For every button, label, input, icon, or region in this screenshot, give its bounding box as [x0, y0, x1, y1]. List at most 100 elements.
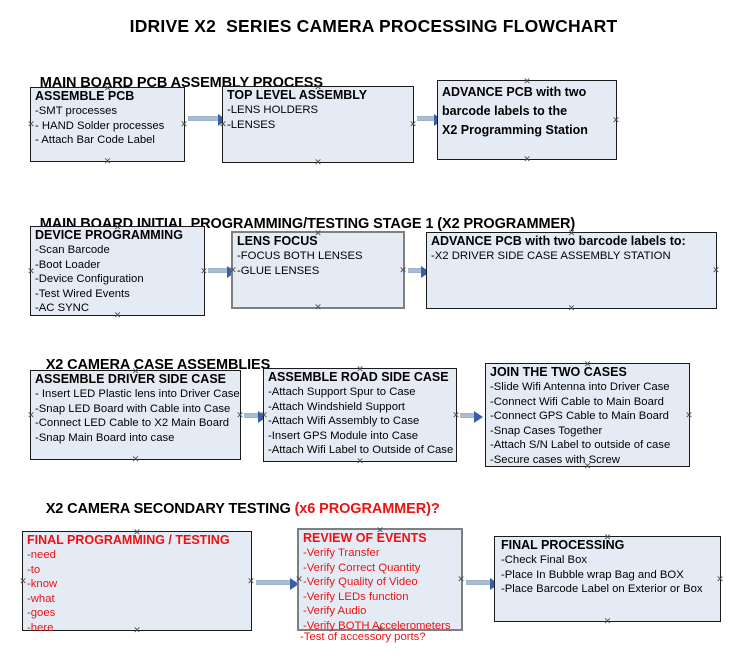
node-content: JOIN THE TWO CASES -Slide Wifi Antenna i…: [490, 365, 687, 468]
node-item: -Boot Loader: [35, 258, 101, 271]
node-item: -Slide Wifi Antenna into Driver Case: [490, 381, 670, 393]
node-review-of-events[interactable]: REVIEW OF EVENTS -Verify Transfer -Verif…: [297, 528, 463, 634]
node-item: -Place Barcode Label on Exterior or Box: [501, 583, 703, 596]
node-title: ASSEMBLE PCB: [35, 89, 135, 103]
node-content: TOP LEVEL ASSEMBLY -LENS HOLDERS -LENSES: [227, 88, 411, 132]
node-item-overflow: -Test of accessory ports?: [300, 631, 426, 643]
node-item: -Verify Transfer: [303, 547, 380, 559]
section-heading-text: X2 CAMERA SECONDARY TESTING: [45, 501, 295, 517]
node-item: -Snap LED Board with Cable into Case: [35, 402, 231, 415]
node-item: -Insert GPS Module into Case: [268, 429, 419, 442]
node-item: -Attach Wifi Label to Outside of Case: [268, 444, 454, 457]
node-item: -GLUE LENSES: [237, 264, 320, 277]
node-item: -to: [27, 563, 41, 576]
node-content: ASSEMBLE ROAD SIDE CASE -Attach Support …: [268, 370, 454, 458]
node-item: -Verify BOTH Accelerometers: [303, 619, 451, 632]
node-title: REVIEW OF EVENTS: [303, 531, 427, 545]
node-title: FINAL PROCESSING: [501, 538, 625, 552]
node-final-programming-testing[interactable]: FINAL PROGRAMMING / TESTING -need -to -k…: [22, 531, 252, 634]
node-item: -Attach Windshield Support: [268, 400, 405, 413]
node-item: -Connect LED Cable to X2 Main Board: [35, 417, 230, 430]
node-title: FINAL PROGRAMMING / TESTING: [27, 533, 230, 547]
node-title: ASSEMBLE ROAD SIDE CASE: [268, 370, 449, 384]
node-item: -Check Final Box: [501, 554, 588, 566]
node-advance-pcb-driver-side-case[interactable]: ADVANCE PCB with two barcode labels to: …: [426, 232, 717, 309]
node-item: -Test Wired Events: [35, 287, 130, 300]
node-assemble-road-side-case[interactable]: ASSEMBLE ROAD SIDE CASE -Attach Support …: [263, 368, 457, 462]
node-content: LENS FOCUS -FOCUS BOTH LENSES -GLUE LENS…: [237, 234, 401, 278]
node-device-programming[interactable]: DEVICE PROGRAMMING -Scan Barcode -Boot L…: [30, 226, 205, 316]
node-item: -Attach Wifi Assembly to Case: [268, 415, 420, 428]
node-item: -Connect GPS Cable to Main Board: [490, 410, 669, 423]
node-title: LENS FOCUS: [237, 234, 318, 248]
node-item: -LENSES: [227, 118, 276, 131]
section-heading-accent: (x6 PROGRAMMER)?: [294, 501, 440, 517]
node-item: - Insert LED Plastic lens into Driver Ca…: [35, 388, 240, 400]
node-join-the-two-cases[interactable]: JOIN THE TWO CASES -Slide Wifi Antenna i…: [485, 363, 690, 467]
node-top-level-assembly[interactable]: TOP LEVEL ASSEMBLY -LENS HOLDERS -LENSES: [222, 86, 414, 163]
node-item: -what: [27, 592, 55, 605]
node-final-processing[interactable]: FINAL PROCESSING -Check Final Box -Place…: [494, 536, 721, 622]
node-title: ASSEMBLE DRIVER SIDE CASE: [35, 372, 227, 386]
node-assemble-driver-side-case[interactable]: ASSEMBLE DRIVER SIDE CASE - Insert LED P…: [30, 370, 241, 460]
resize-handle-bottom[interactable]: [314, 303, 323, 312]
connector-final-programming-to-review-of-events: [256, 577, 299, 590]
node-content: ASSEMBLE PCB -SMT processes - HAND Solde…: [35, 89, 182, 148]
node-content: DEVICE PROGRAMMING -Scan Barcode -Boot L…: [35, 228, 202, 316]
node-title: ADVANCE PCB with two barcode labels to:: [431, 234, 686, 248]
node-item: -Scan Barcode: [35, 244, 110, 256]
node-content: ASSEMBLE DRIVER SIDE CASE - Insert LED P…: [35, 372, 240, 445]
node-item: -Secure cases with Screw: [490, 453, 620, 466]
resize-handle-bottom[interactable]: [567, 304, 576, 313]
section-heading-x2-camera-case-assemblies: X2 CAMERA CASE ASSEMBLIES: [30, 341, 271, 389]
node-item: -Place In Bubble wrap Bag and BOX: [501, 568, 684, 581]
node-item: -FOCUS BOTH LENSES: [237, 250, 363, 262]
node-lens-focus[interactable]: LENS FOCUS -FOCUS BOTH LENSES -GLUE LENS…: [231, 231, 405, 309]
node-item: -Snap Main Board into case: [35, 431, 175, 444]
node-title-line: ADVANCE PCB with two: [442, 85, 587, 99]
node-content: FINAL PROCESSING -Check Final Box -Place…: [501, 538, 718, 597]
node-title-line: X2 Programming Station: [442, 123, 588, 137]
resize-handle-bottom[interactable]: [103, 157, 112, 166]
connector-lens-focus-to-advance-pcb: [408, 265, 430, 278]
node-title-line: barcode labels to the: [442, 104, 568, 118]
connector-driver-case-to-road-case: [244, 410, 267, 423]
node-content: ADVANCE PCB with two barcode labels to t…: [442, 83, 614, 140]
node-content: FINAL PROGRAMMING / TESTING -need -to -k…: [27, 533, 249, 636]
node-item: - HAND Solder processes: [35, 119, 165, 132]
node-title: TOP LEVEL ASSEMBLY: [227, 88, 368, 102]
connector-device-programming-to-lens-focus: [208, 265, 236, 278]
resize-handle-bottom[interactable]: [523, 155, 532, 164]
node-item: -Connect Wifi Cable to Main Board: [490, 395, 664, 408]
node-item: -Attach Support Spur to Case: [268, 386, 416, 398]
connector-assemble-pcb-to-top-level-assembly: [188, 113, 227, 126]
node-content: ADVANCE PCB with two barcode labels to: …: [431, 234, 714, 264]
page-title: IDRIVE X2 SERIES CAMERA PROCESSING FLOWC…: [129, 16, 618, 36]
node-item: -need: [27, 549, 56, 561]
resize-handle-bottom[interactable]: [603, 617, 612, 626]
connector-review-of-events-to-final-processing: [466, 577, 499, 590]
node-content: REVIEW OF EVENTS -Verify Transfer -Verif…: [303, 531, 459, 634]
node-item: -Verify Correct Quantity: [303, 561, 421, 574]
node-item: - Attach Bar Code Label: [35, 134, 155, 147]
node-item: -know: [27, 578, 58, 591]
node-item: -Verify Quality of Video: [303, 576, 418, 589]
node-item: -AC SYNC: [35, 302, 89, 315]
node-title: DEVICE PROGRAMMING: [35, 228, 183, 242]
node-item: -LENS HOLDERS: [227, 104, 319, 116]
node-assemble-pcb[interactable]: ASSEMBLE PCB -SMT processes - HAND Solde…: [30, 87, 185, 162]
node-item: -Attach S/N Label to outside of case: [490, 439, 671, 452]
node-item: -goes: [27, 607, 56, 620]
section-heading-text: X2 CAMERA CASE ASSEMBLIES: [45, 357, 271, 373]
node-advance-pcb-x2-programming-station[interactable]: ADVANCE PCB with two barcode labels to t…: [437, 80, 617, 160]
resize-handle-bottom[interactable]: [131, 455, 140, 464]
node-item: -Device Configuration: [35, 273, 144, 286]
node-item: -SMT processes: [35, 105, 118, 117]
connector-top-level-assembly-to-advance-pcb: [417, 113, 443, 126]
node-item: -X2 DRIVER SIDE CASE ASSEMBLY STATION: [431, 250, 671, 262]
connection-handle-right[interactable]: [712, 266, 721, 275]
node-item: -here: [27, 621, 54, 634]
resize-handle-bottom[interactable]: [314, 158, 323, 167]
node-item: -Snap Cases Together: [490, 424, 603, 437]
